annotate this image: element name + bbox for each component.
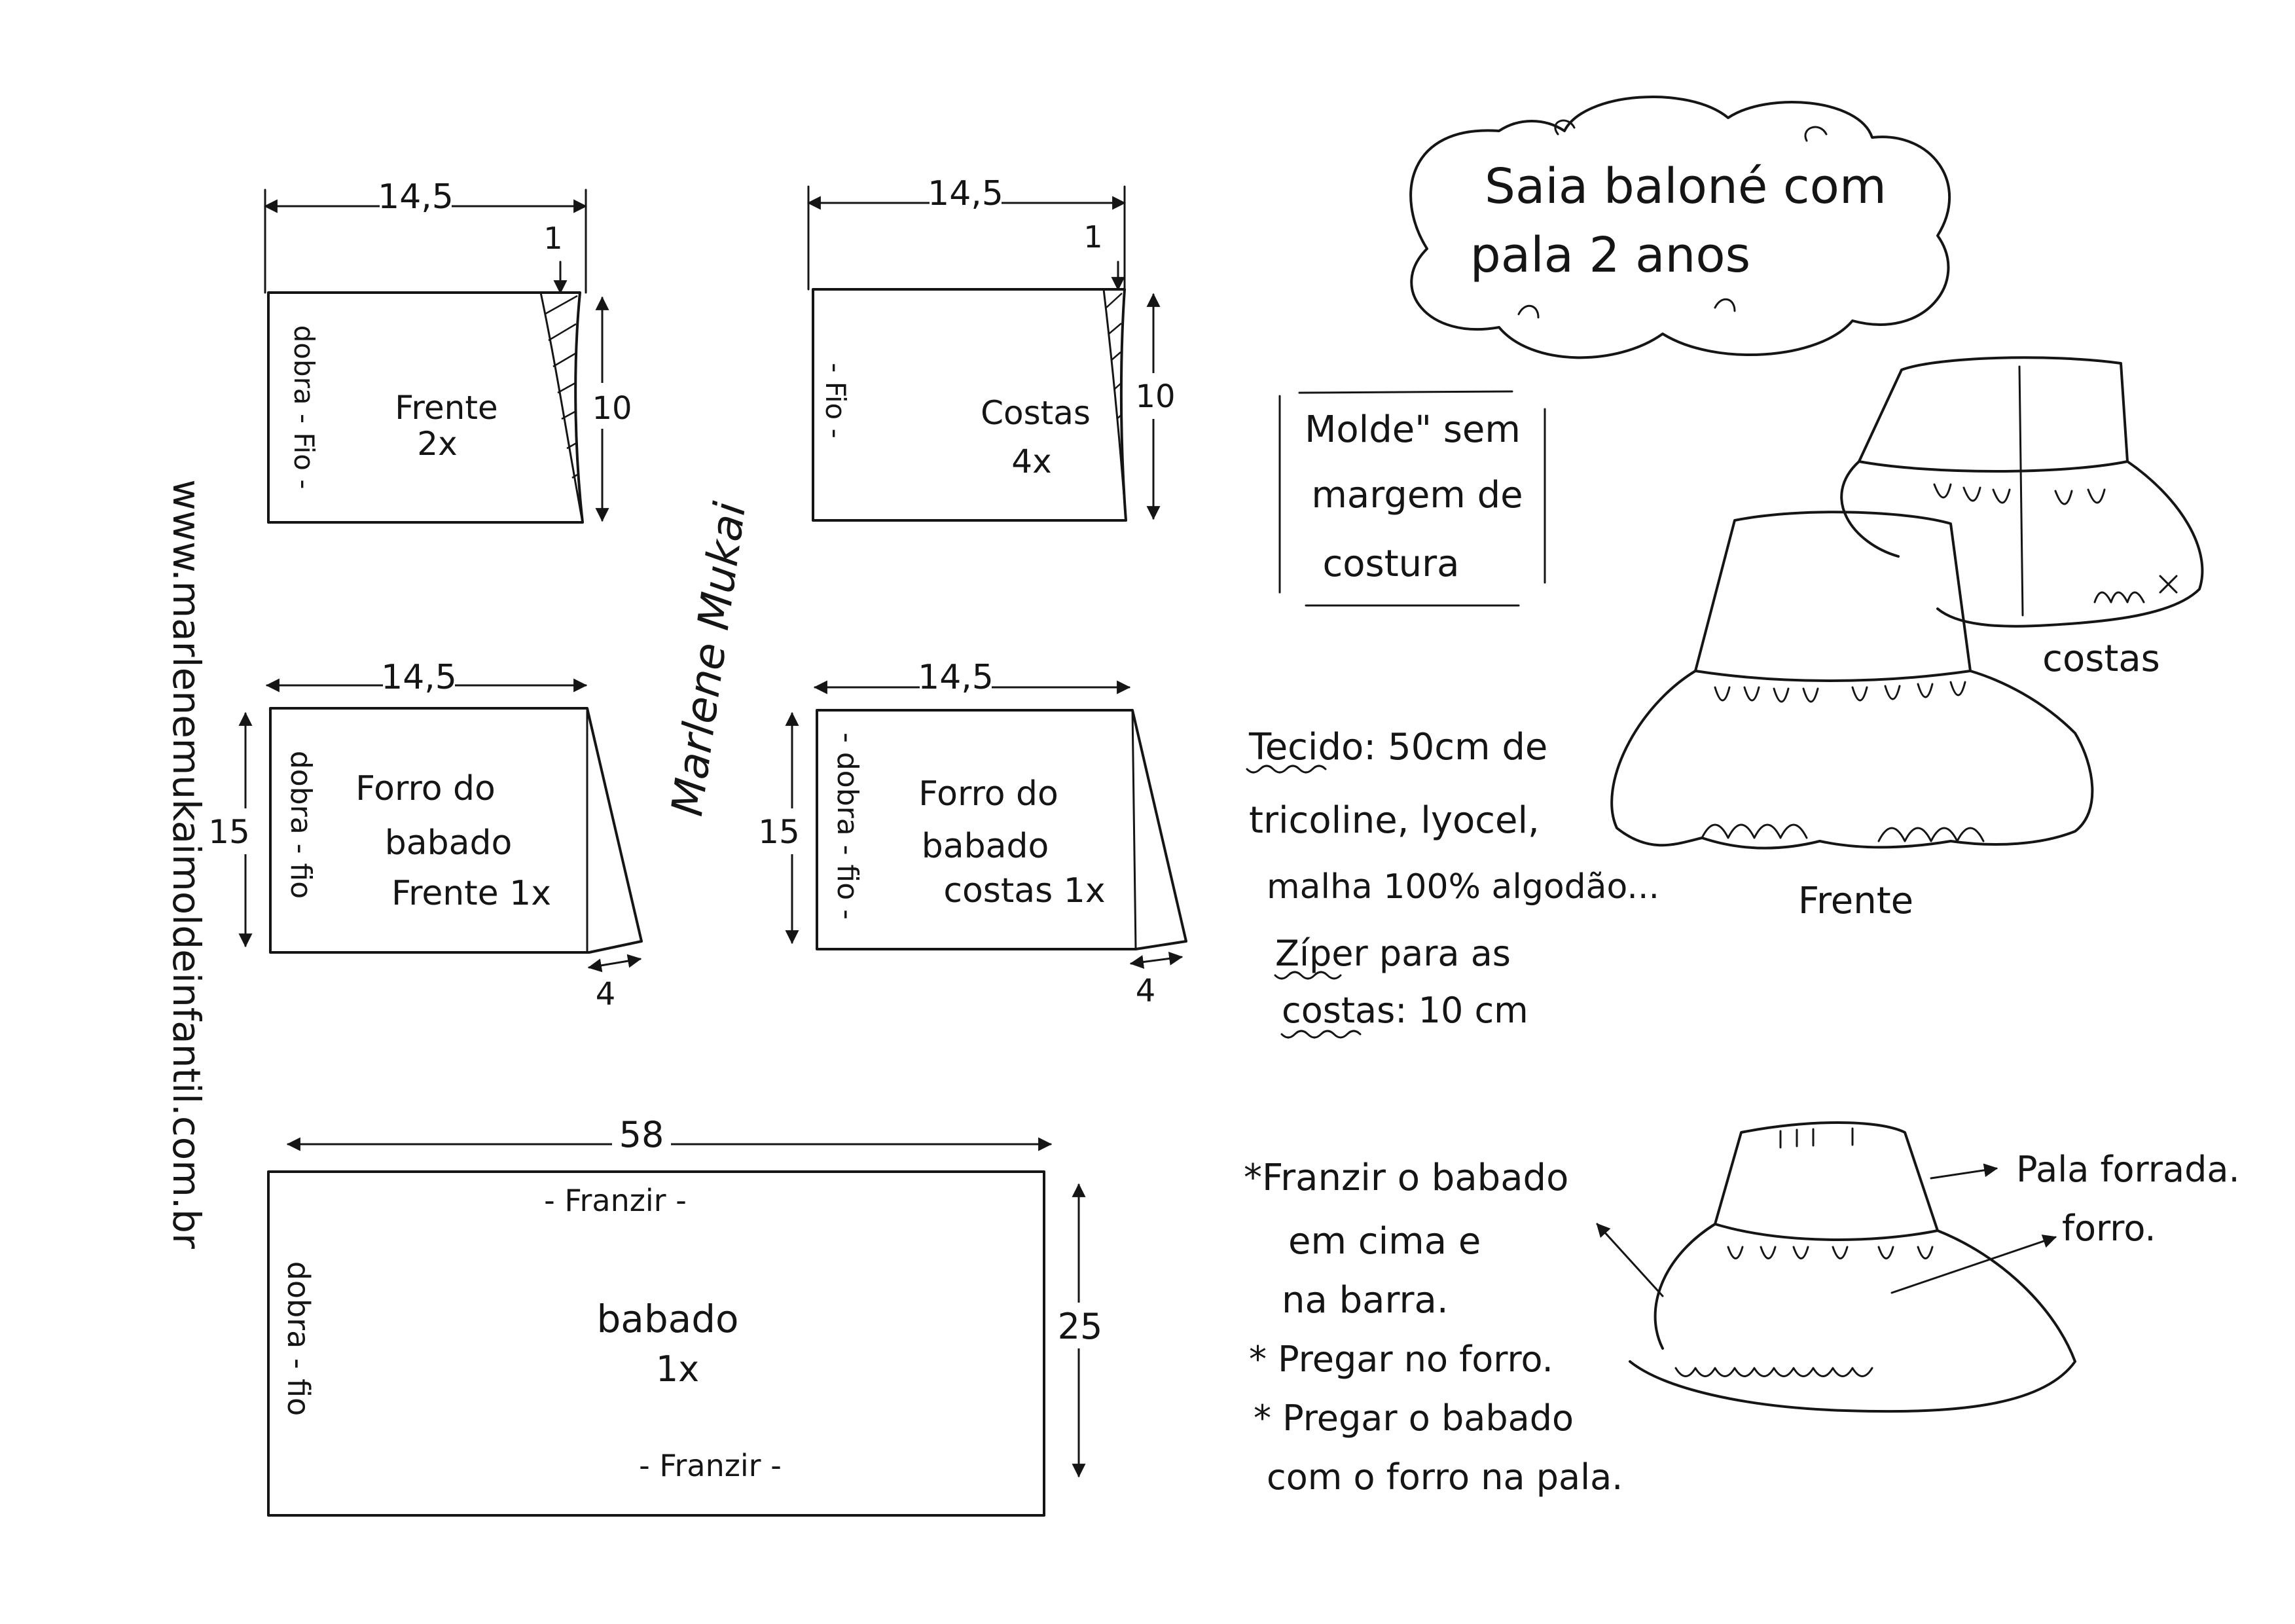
- forro-costas-label-3: costas 1x: [943, 871, 1105, 911]
- babado-fold-label: dobra - fio: [281, 1261, 316, 1416]
- babado-width-label: 58: [619, 1114, 664, 1155]
- frente-height-label: 10: [592, 390, 632, 427]
- skirt-back-illustration: costas: [1840, 356, 2204, 680]
- costas-top-label: 1: [1083, 219, 1102, 255]
- frente-hatch: [544, 295, 579, 479]
- piece-forro-costas: 14,5 15 4 Forro do babado costas 1x - do…: [758, 658, 1187, 1009]
- forro-costas-label-2: babado: [922, 827, 1049, 866]
- forro-costas-height-label: 15: [758, 813, 800, 851]
- fabric-line-2: tricoline, lyocel,: [1249, 799, 1540, 842]
- babado-height-label: 25: [1058, 1306, 1103, 1347]
- frente-label: Frente: [395, 389, 497, 427]
- piece-frente: 14,5 1 10 Frente 2x dobra - Fio -: [263, 177, 632, 524]
- forro-frente-label-1: Forro do: [355, 769, 496, 808]
- forro-costas-label-1: Forro do: [918, 774, 1058, 814]
- instruction-line-5: * Pregar o babado: [1254, 1398, 1574, 1439]
- forro-costas-fold-label: - dobra - fio -: [831, 732, 864, 920]
- babado-qty: 1x: [656, 1348, 699, 1390]
- forro-frente-height-label: 15: [208, 813, 250, 851]
- note-line-2: margem de: [1311, 474, 1523, 516]
- title-line-2: pala 2 anos: [1470, 227, 1750, 283]
- costas-fold-label: - Fio -: [820, 363, 852, 438]
- front-label: Frente: [1798, 880, 1913, 922]
- signature: Marlene Mukai: [662, 499, 756, 819]
- babado-gather-bottom: - Franzir -: [639, 1448, 782, 1483]
- babado-gather-top: - Franzir -: [544, 1183, 687, 1218]
- instruction-line-4: * Pregar no forro.: [1249, 1339, 1553, 1380]
- frente-width-label: 14,5: [378, 177, 454, 217]
- forro-frente-fold-label: dobra - fio: [284, 751, 317, 899]
- costas-height-label: 10: [1135, 378, 1175, 415]
- forro-costas-width-label: 14,5: [918, 658, 994, 697]
- pala-label: Pala forrada.: [2016, 1149, 2240, 1190]
- costas-label: Costas: [981, 394, 1091, 432]
- piece-forro-frente: 14,5 15 4 Forro do babado Frente 1x dobr…: [208, 658, 643, 1013]
- forro-frente-label-2: babado: [385, 823, 513, 863]
- forro-frente-width-label: 14,5: [381, 658, 457, 697]
- instruction-line-2: em cima e: [1288, 1220, 1481, 1263]
- forro-frente-flare-label: 4: [596, 976, 616, 1013]
- fabric-line-3: malha 100% algodão...: [1267, 867, 1659, 907]
- seam-allowance-note: Molde" sem margem de costura: [1278, 390, 1546, 607]
- note-line-1: Molde" sem: [1305, 408, 1521, 451]
- title-line-1: Saia baloné com: [1485, 158, 1887, 215]
- note-line-3: costura: [1322, 543, 1459, 585]
- costas-qty: 4x: [1011, 442, 1051, 480]
- forro-costas-flare-label: 4: [1136, 973, 1156, 1009]
- assembly-instructions: *Franzir o babado em cima e na barra. * …: [1244, 1157, 1623, 1498]
- fabric-line-1: Tecido: 50cm de: [1248, 726, 1547, 768]
- forro-label: forro.: [2062, 1208, 2156, 1249]
- piece-babado: 58 25 - Franzir - - Franzir - babado 1x …: [267, 1114, 1103, 1517]
- costas-width-label: 14,5: [928, 174, 1003, 213]
- forro-frente-label-3: Frente 1x: [391, 874, 551, 913]
- frente-qty: 2x: [417, 425, 457, 463]
- fabric-notes: Tecido: 50cm de tricoline, lyocel, malha…: [1246, 726, 1659, 1039]
- piece-costas: 14,5 1 10 Costas 4x - Fio -: [806, 174, 1176, 522]
- title-cloud: Saia baloné com pala 2 anos: [1409, 96, 1951, 359]
- instruction-line-6: com o forro na pala.: [1267, 1456, 1623, 1498]
- instruction-line-1: *Franzir o babado: [1244, 1157, 1568, 1199]
- skirt-construction-illustration: Pala forrada. forro.: [1596, 1121, 2240, 1413]
- frente-top-label: 1: [543, 221, 562, 256]
- costas-hatch: [1106, 293, 1123, 420]
- babado-label: babado: [596, 1297, 738, 1341]
- skirt-front-illustration: Frente: [1610, 511, 2094, 922]
- instruction-line-3: na barra.: [1282, 1279, 1449, 1322]
- fabric-line-5: costas: 10 cm: [1282, 990, 1528, 1031]
- frente-fold-label: dobra - Fio -: [288, 325, 320, 490]
- back-label: costas: [2042, 638, 2160, 680]
- website-url: www.marlenemukaimoldeinfantil.com.br: [164, 479, 209, 1249]
- fabric-line-4: Zíper para as: [1275, 933, 1511, 974]
